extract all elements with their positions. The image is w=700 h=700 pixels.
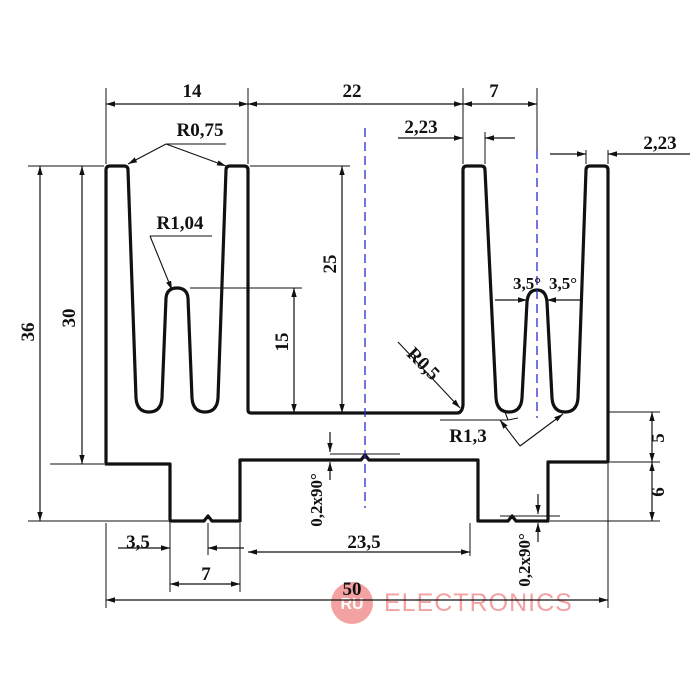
extension-lines: [28, 88, 660, 608]
dim-center-span: 23,5: [347, 532, 380, 553]
dim-channel-depth: 25: [320, 255, 341, 274]
dim-top-right-pitch: 7: [489, 81, 499, 102]
dimension-labels: 14 22 7 2,23 2,23 R0,75 R1,04 3,5° 3,5° …: [18, 81, 677, 600]
dim-draft-angle-left: 3,5°: [513, 274, 541, 293]
dim-base-step-height: 5: [648, 433, 669, 443]
dim-top-channel-width: 22: [343, 81, 362, 102]
dim-top-fin-pitch: 14: [183, 81, 203, 102]
dim-right-inner-radius: R1,3: [449, 426, 486, 447]
dimension-lines: [37, 101, 690, 603]
dim-foot-width: 7: [201, 564, 211, 585]
heatsink-profile: [104, 164, 610, 523]
dim-fin-height: 30: [59, 309, 80, 328]
watermark: RU ELECTRONICS: [331, 582, 573, 624]
watermark-brand-text: ELECTRONICS: [384, 589, 573, 617]
dim-foot-height: 6: [648, 487, 669, 497]
dim-foot-offset: 3,5: [126, 532, 150, 553]
leader-lines: [127, 143, 564, 447]
dim-draft-angle-right: 3,5°: [549, 274, 577, 293]
dim-groove-right: 0,2x90°: [515, 533, 534, 587]
dim-left-inner-height: 15: [272, 333, 293, 352]
dim-groove-left: 0,2x90°: [307, 473, 326, 527]
watermark-logo-circle: [331, 582, 373, 624]
dim-left-inner-radius: R1,04: [157, 213, 204, 234]
dim-outer-corner-radius: R0,75: [177, 120, 224, 141]
dim-total-width: 50: [343, 579, 362, 600]
dim-channel-radius: R0,5: [402, 343, 443, 384]
dim-fin-thickness-left: 2,23: [404, 117, 437, 138]
dim-fin-thickness-right: 2,23: [643, 133, 676, 154]
dim-total-height: 36: [18, 323, 39, 342]
